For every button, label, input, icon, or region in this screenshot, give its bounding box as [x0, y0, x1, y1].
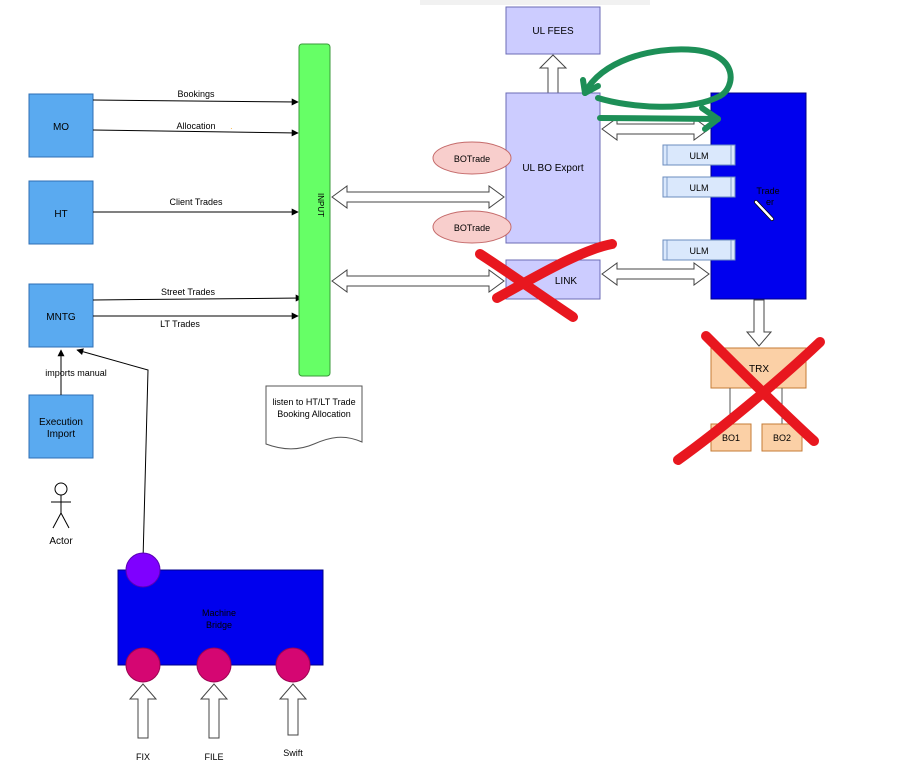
- edge-bookings: [92, 98, 299, 106]
- ht-node[interactable]: HT: [28, 180, 94, 245]
- botrade-top-node[interactable]: BOTrade: [432, 141, 512, 175]
- ul-fees-label: UL FEES: [532, 26, 574, 37]
- execution-import-node[interactable]: Execution Import: [28, 394, 94, 459]
- swift-label: Swift: [283, 748, 303, 758]
- hollow-arrow-blue-to-trx: [745, 299, 773, 347]
- edge-client-trades-label: Client Trades: [169, 197, 223, 207]
- mntg-label: MNTG: [46, 312, 76, 323]
- botrade-bottom-label: BOTrade: [454, 223, 490, 233]
- mo-node[interactable]: MO: [28, 93, 94, 158]
- mo-label: MO: [53, 122, 69, 133]
- actor-figure[interactable]: [51, 482, 71, 529]
- ul-bo-export-label: UL BO Export: [522, 163, 584, 174]
- edge-allocation-label: Allocation: [176, 121, 215, 131]
- bridge-port-file[interactable]: [196, 647, 232, 683]
- hollow-arrow-file: [199, 683, 229, 739]
- note-document[interactable]: listen to HT/LT Trade Booking Allocation: [265, 385, 363, 450]
- ul-fees-node[interactable]: UL FEES: [505, 6, 601, 55]
- ulm-node-3[interactable]: ULM: [662, 239, 736, 261]
- note-line1: listen to HT/LT Trade: [272, 397, 355, 407]
- input-label: INPUT: [316, 193, 325, 217]
- edge-street-trades-label: Street Trades: [161, 287, 216, 297]
- execution-import-label-line1: Execution: [39, 417, 83, 428]
- ul-bo-export-node[interactable]: UL BO Export: [505, 92, 601, 244]
- file-label: FILE: [204, 752, 223, 762]
- blue-box-line1: Trade: [756, 186, 779, 196]
- hollow-arrow-fix: [128, 683, 158, 739]
- red-cross-trx: [673, 331, 825, 465]
- hollow-arrow-input-link: [331, 269, 505, 293]
- trx-label: TRX: [749, 364, 769, 375]
- machine-bridge-line2: Bridge: [206, 620, 232, 630]
- note-line2: Booking Allocation: [277, 409, 351, 419]
- bridge-port-swift[interactable]: [275, 647, 311, 683]
- machine-bridge-line1: Machine: [202, 608, 236, 618]
- edge-allocation: [92, 129, 299, 137]
- edge-imports-manual-label: imports manual: [45, 368, 107, 378]
- link-label: LINK: [555, 276, 578, 287]
- edge-bookings-label: Bookings: [177, 89, 215, 99]
- red-cross-link: [475, 239, 617, 322]
- execution-import-label-line2: Import: [47, 429, 76, 440]
- actor-label: Actor: [49, 536, 73, 547]
- input-node[interactable]: INPUT: [298, 43, 331, 377]
- bo1-label: BO1: [722, 433, 740, 443]
- ulm-label-3: ULM: [689, 246, 708, 256]
- mntg-node[interactable]: MNTG: [28, 283, 94, 348]
- botrade-bottom-node[interactable]: BOTrade: [432, 210, 512, 244]
- stray-mark: ·: [230, 124, 233, 133]
- hollow-arrow-export-to-fees: [538, 54, 568, 94]
- bridge-output-port[interactable]: [125, 552, 161, 588]
- actor-head: [54, 482, 68, 496]
- green-scribble-arrow: [580, 46, 734, 132]
- botrade-top-label: BOTrade: [454, 154, 490, 164]
- bo2-label: BO2: [773, 433, 791, 443]
- hollow-arrow-input-export: [331, 185, 505, 209]
- pen-cursor-icon: [754, 200, 774, 221]
- blue-box-line2: er: [766, 197, 774, 207]
- edge-lt-trades-label: LT Trades: [160, 319, 200, 329]
- edge-street-trades: [92, 294, 303, 302]
- hollow-arrow-link-right: [601, 262, 710, 286]
- ulm-node-2[interactable]: ULM: [662, 176, 736, 198]
- ht-label: HT: [54, 209, 67, 220]
- fix-label: FIX: [136, 752, 150, 762]
- ulm-label-2: ULM: [689, 183, 708, 193]
- edges-left: [57, 98, 303, 561]
- bridge-port-fix[interactable]: [125, 647, 161, 683]
- ulm-node-1[interactable]: ULM: [662, 144, 736, 166]
- hollow-arrow-swift: [278, 683, 308, 736]
- edge-bridge-to-mntg: [76, 348, 149, 561]
- ulm-label-1: ULM: [689, 151, 708, 161]
- top-shadow-band: [420, 0, 650, 5]
